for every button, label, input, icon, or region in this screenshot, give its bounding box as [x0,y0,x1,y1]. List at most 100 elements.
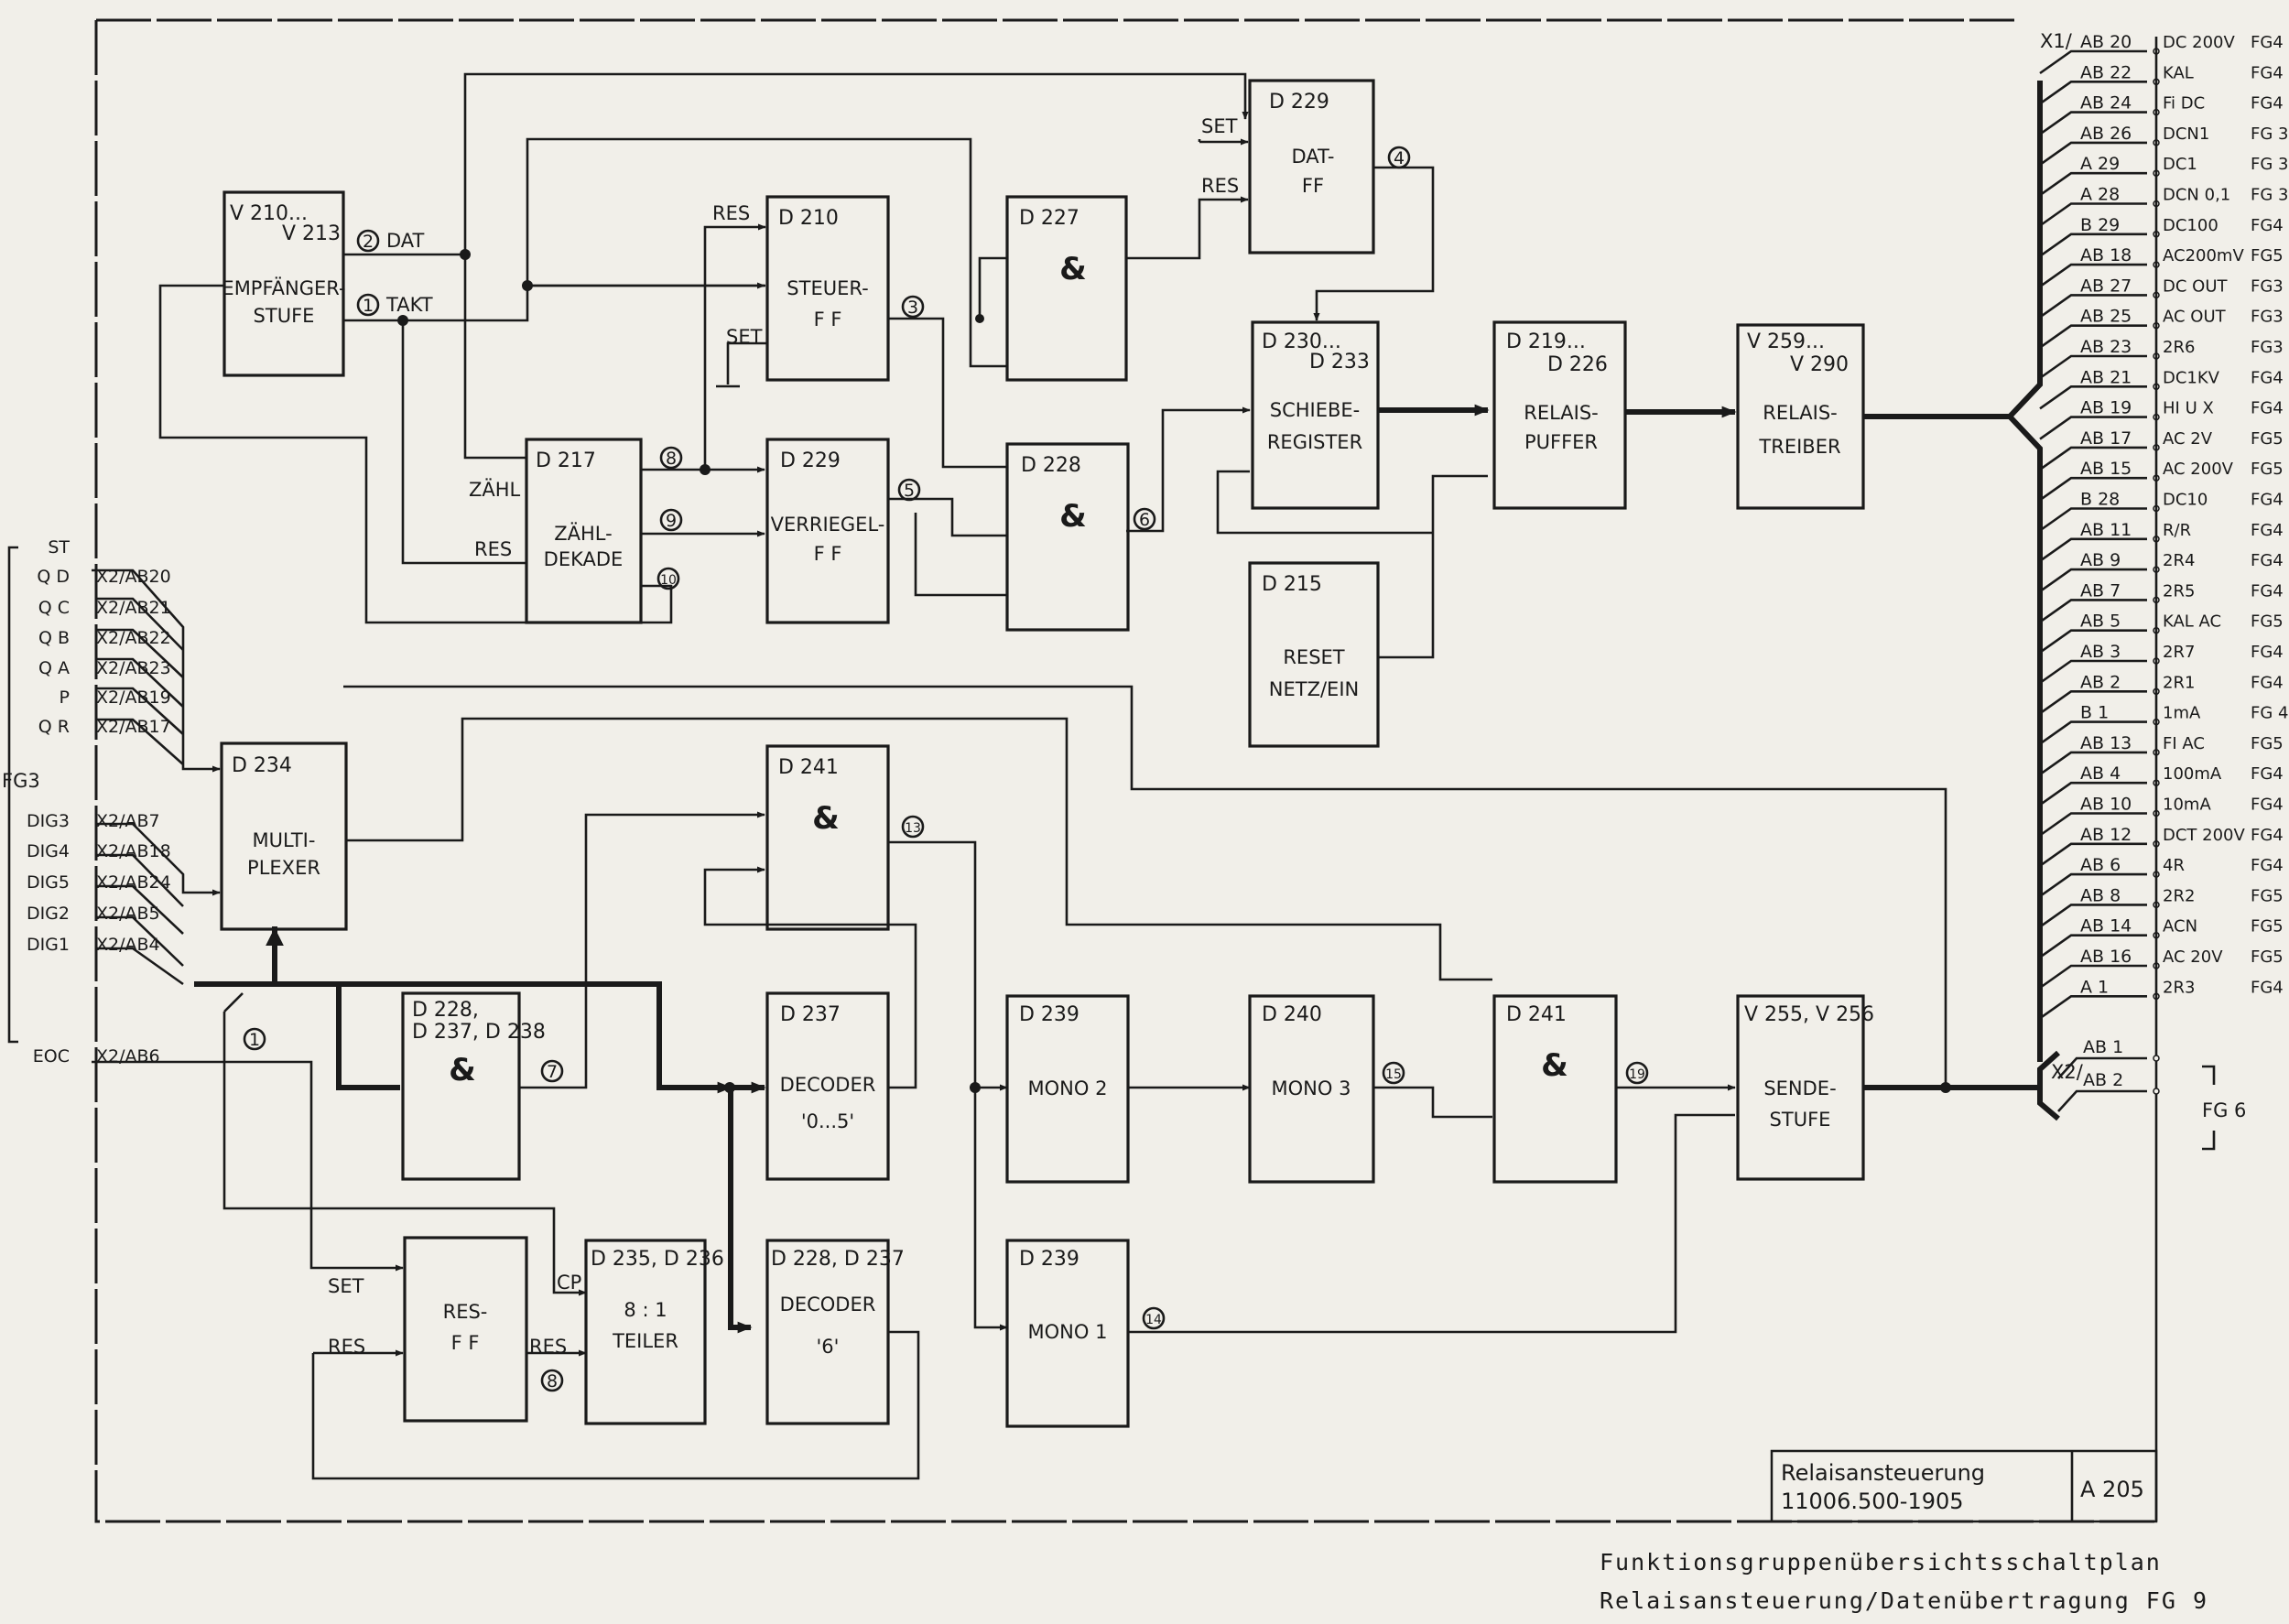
block-label: F F [451,1332,480,1354]
net-marker: 13 [905,821,921,836]
x1-fg: FG4 [2251,399,2284,418]
x2-pin: AB 2 [2083,1070,2123,1090]
block-label: DECODER [780,1294,876,1315]
signal-takt-label: TAKT [385,294,433,316]
block-d228-decoder6: D 228, D 237 DECODER '6' [765,1239,905,1425]
x1-signal: DCN 0,1 [2163,186,2230,205]
net-marker: 3 [907,298,918,318]
block-name: D 227 [1019,207,1079,230]
x1-fg: FG4 [2251,551,2284,570]
block-name: D 215 [1262,573,1322,596]
and-gate-symbol: & [449,1052,476,1088]
block-label: STEUER- [787,277,868,299]
left-input-signal: EOC [33,1046,70,1066]
x1-signal: AC OUT [2163,308,2227,327]
x1-signal: R/R [2163,521,2191,540]
block-label: RESET [1283,646,1344,668]
x1-signal: 4R [2163,856,2185,875]
net-marker: 9 [666,511,677,531]
x1-fg: FG4 [2251,491,2284,510]
x1-signal: KAL [2163,63,2194,82]
block-name: D 228 [1021,454,1081,477]
block-res-ff: RES- F F [403,1236,528,1423]
x1-pin: AB 20 [2080,32,2132,52]
x1-pin: AB 25 [2080,307,2132,327]
x2-label: X2/ [2051,1061,2084,1083]
net-marker: 1 [249,1030,260,1050]
title-block: Relaisansteuerung 11006.500-1905 A 205 [1770,1449,2158,1523]
signal-set-label: SET [1201,115,1238,137]
signal-zahl-label: ZÄHL [469,478,521,501]
x1-pin: AB 6 [2080,855,2121,875]
left-input-signal: DIG3 [27,811,70,831]
x1-pin: AB 17 [2080,428,2132,449]
left-input-pin: X2/AB17 [96,717,171,737]
net-marker: 4 [1394,148,1405,168]
x1-signal: DC1 [2163,155,2197,174]
block-v259-relaistreiber: V 259... V 290 RELAIS- TREIBER [1736,323,1865,510]
title-block-sheet: A 205 [2080,1477,2144,1502]
and-gate-symbol: & [1059,251,1087,287]
x1-pin: AB 16 [2080,947,2132,967]
block-d240-mono3: D 240 MONO 3 [1248,994,1375,1184]
signal-set-label: SET [328,1275,364,1297]
x2-row: AB 2 [2057,1070,2160,1112]
x1-pin: AB 21 [2080,367,2132,387]
x1-signal: 2R7 [2163,643,2195,662]
x1-signal: AC 20V [2163,947,2223,967]
net-marker: 8 [666,449,677,469]
x1-signal: 10mA [2163,796,2211,815]
title-block-title: Relaisansteuerung [1781,1460,1985,1486]
x1-fg: FG4 [2251,521,2284,540]
block-name: D 234 [232,754,292,777]
x1-fg: FG5 [2251,246,2284,265]
x1-fg: FG4 [2251,796,2284,815]
and-gate-symbol: & [1541,1047,1568,1084]
block-d229-datff: D 229 DAT- FF [1248,79,1375,254]
x1-signal: 2R1 [2163,673,2195,692]
block-d239-mono1: D 239 MONO 1 [1005,1239,1130,1428]
x1-fg: FG3 [2251,338,2284,357]
caption-line-2: Relaisansteuerung/Datenübertragung FG 9 [1600,1587,2208,1614]
block-name: D 241 [1506,1003,1567,1026]
title-block-number: 11006.500-1905 [1781,1489,1964,1514]
block-name: D 237, D 238 [412,1021,546,1044]
net-marker: 2 [363,232,374,252]
block-label: MONO 1 [1028,1321,1108,1343]
x1-signal: AC 200V [2163,460,2234,479]
x1-pin: A 28 [2080,185,2120,205]
x1-fg: FG4 [2251,94,2284,114]
x1-signal: 100mA [2163,764,2222,784]
block-d219-relaispuffer: D 219... D 226 RELAIS- PUFFER [1492,320,1627,510]
block-name: V 290 [1790,353,1849,376]
block-v255-sendestufe: V 255, V 256 SENDE- STUFE [1736,994,1874,1181]
block-d234-multiplexer: D 234 MULTI- PLEXER [220,742,348,931]
block-name: V 259... [1747,330,1825,353]
x1-signal: DC1KV [2163,368,2220,387]
block-name: D 237 [780,1003,841,1026]
block-name: D 239 [1019,1003,1079,1026]
x1-fg: FG 4 [2251,704,2288,723]
x1-pin: AB 26 [2080,124,2132,144]
block-label: RES- [443,1301,488,1323]
block-label: '0...5' [801,1110,854,1132]
x1-signal: DC100 [2163,216,2218,235]
left-input-pin: X2/AB18 [96,841,171,861]
block-label: STUFE [254,305,315,327]
